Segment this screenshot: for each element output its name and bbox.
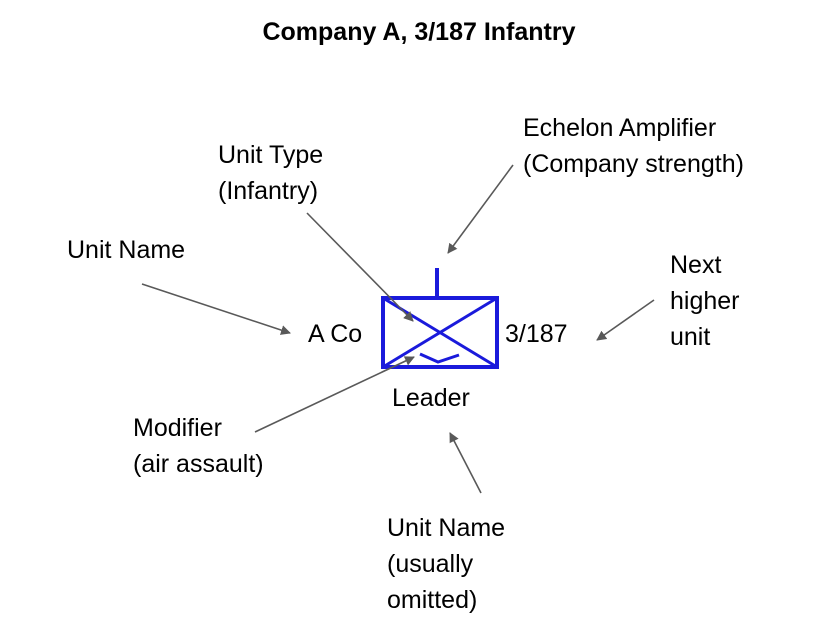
callout-unit-type: Unit Type (Infantry)	[218, 141, 324, 205]
symbol-right-text: 3/187	[505, 320, 568, 348]
air-assault-modifier-icon	[419, 352, 460, 364]
arrow-unit-name	[141, 283, 291, 335]
callout-leader-unit-name: Unit Name (usually omitted)	[387, 514, 506, 614]
arrow-next-higher	[596, 299, 655, 341]
diagram-title: Company A, 3/187 Infantry	[262, 18, 576, 46]
callout-arrows	[141, 164, 655, 494]
callout-unit-name: Unit Name	[67, 236, 186, 264]
callout-next-higher-unit: Next higher unit	[670, 251, 740, 351]
unit-frame-icon	[381, 296, 499, 369]
symbol-left-text: A Co	[308, 320, 363, 348]
callout-echelon-amplifier: Echelon Amplifier (Company strength)	[523, 114, 744, 178]
symbol-below-text: Leader	[392, 384, 470, 412]
arrow-leader-name	[449, 432, 482, 494]
arrow-echelon	[447, 164, 514, 254]
callout-modifier: Modifier (air assault)	[133, 414, 264, 478]
arrow-unit-type	[306, 212, 414, 322]
arrow-modifier	[254, 356, 415, 433]
unit-symbol	[381, 268, 499, 369]
